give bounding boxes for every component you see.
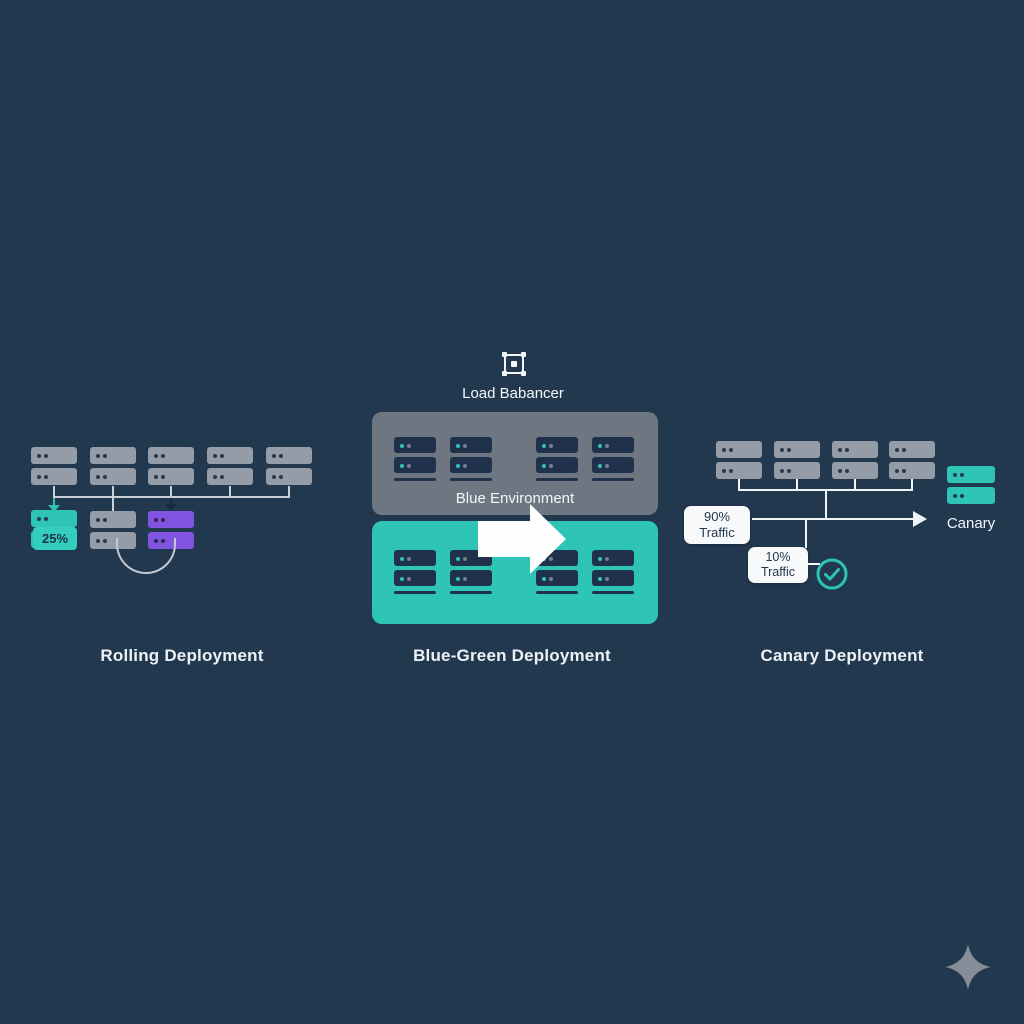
connector-line bbox=[806, 563, 820, 565]
right-arrow-icon bbox=[913, 511, 927, 527]
down-arrow-icon bbox=[53, 498, 55, 506]
server-icon bbox=[774, 441, 820, 479]
check-icon bbox=[816, 558, 848, 590]
server-icon bbox=[592, 550, 634, 594]
canary-deployment-title: Canary Deployment bbox=[760, 646, 924, 665]
traffic-arrow-line bbox=[752, 518, 915, 520]
server-icon bbox=[266, 447, 312, 485]
connector-line bbox=[112, 486, 114, 497]
traffic-90-box: 90% Traffic bbox=[684, 506, 750, 544]
swap-arc-connector bbox=[116, 538, 176, 574]
server-icon bbox=[394, 550, 436, 594]
server-icon bbox=[889, 441, 935, 479]
server-icon bbox=[207, 447, 253, 485]
connector-line bbox=[738, 479, 740, 490]
switch-arrow-icon bbox=[530, 504, 566, 574]
connector-line bbox=[112, 498, 114, 511]
connector-line bbox=[805, 520, 807, 548]
server-icon bbox=[832, 441, 878, 479]
server-icon bbox=[31, 447, 77, 485]
down-arrow-icon bbox=[170, 498, 172, 505]
connector-line bbox=[53, 486, 55, 497]
load-balancer-icon bbox=[502, 352, 526, 376]
server-icon bbox=[90, 447, 136, 485]
canary-server-label: Canary bbox=[946, 515, 996, 532]
connector-line bbox=[911, 479, 913, 490]
down-arrow-icon bbox=[48, 505, 60, 512]
load-balancer-label: Load Babancer bbox=[462, 385, 564, 402]
server-icon bbox=[148, 447, 194, 485]
connector-bus-line bbox=[53, 496, 290, 498]
connector-line bbox=[825, 491, 827, 519]
connector-bus-line bbox=[738, 489, 913, 491]
blue-green-deployment-title: Blue-Green Deployment bbox=[413, 646, 611, 665]
connector-line bbox=[288, 486, 290, 497]
traffic-10-box: 10% Traffic bbox=[748, 547, 808, 583]
sparkle-icon bbox=[945, 944, 991, 990]
connector-line bbox=[854, 479, 856, 490]
server-icon bbox=[592, 437, 634, 481]
server-icon bbox=[394, 437, 436, 481]
progress-badge: 25% bbox=[33, 527, 77, 550]
server-icon bbox=[536, 437, 578, 481]
connector-line bbox=[170, 486, 172, 497]
server-icon bbox=[450, 437, 492, 481]
switch-arrow-icon bbox=[478, 521, 530, 557]
blue-environment-label: Blue Environment bbox=[455, 490, 575, 507]
connector-line bbox=[796, 479, 798, 490]
down-arrow-icon bbox=[165, 504, 177, 511]
rolling-deployment-title: Rolling Deployment bbox=[100, 646, 264, 665]
canary-server-icon bbox=[947, 466, 995, 504]
connector-line bbox=[229, 486, 231, 497]
server-icon bbox=[716, 441, 762, 479]
